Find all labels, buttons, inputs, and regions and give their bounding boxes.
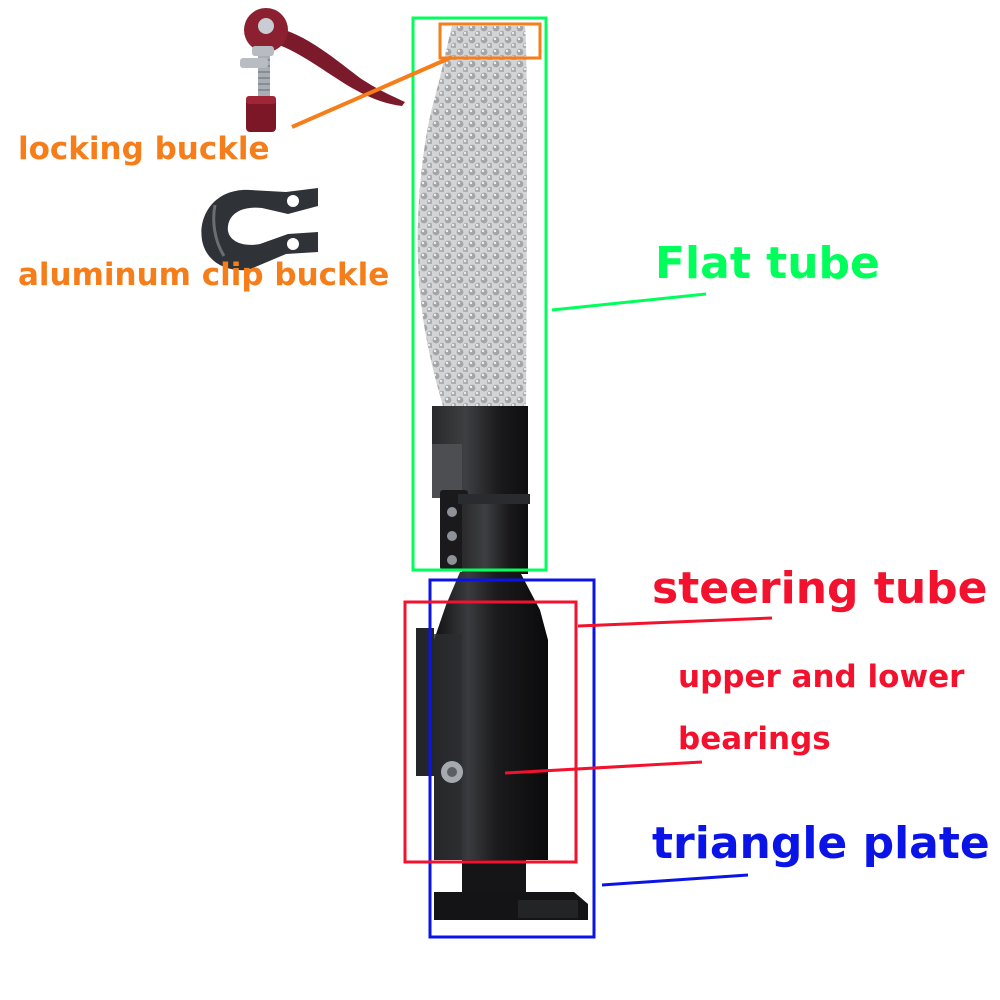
flat-tube-illustration xyxy=(417,26,530,574)
aluminum-clip-buckle-image xyxy=(201,188,318,271)
flat-tube-label: Flat tube xyxy=(655,238,880,289)
flat-tube-highlight-box xyxy=(411,16,548,572)
bearings-label-line1: upper and lower xyxy=(678,659,965,695)
locking-buckle-label: locking buckle xyxy=(18,131,270,167)
steering-tube-label: steering tube xyxy=(652,563,988,614)
locking-buckle-highlight-box xyxy=(438,22,542,60)
steering-tube-leader-line xyxy=(577,616,773,628)
bearings-leader-line xyxy=(504,760,703,775)
triangle-plate-highlight-box xyxy=(428,578,596,939)
steering-tube-illustration xyxy=(416,572,588,920)
locking-buckle-leader-line xyxy=(291,55,453,129)
triangle-plate-leader-line xyxy=(601,873,749,887)
flat-tube-leader-line xyxy=(551,292,707,312)
aluminum-clip-buckle-label: aluminum clip buckle xyxy=(18,257,390,293)
steering-tube-highlight-box xyxy=(403,600,578,864)
bearings-label-line2: bearings xyxy=(678,721,831,757)
locking-buckle-image xyxy=(240,8,405,132)
triangle-plate-label: triangle plate xyxy=(652,818,990,869)
